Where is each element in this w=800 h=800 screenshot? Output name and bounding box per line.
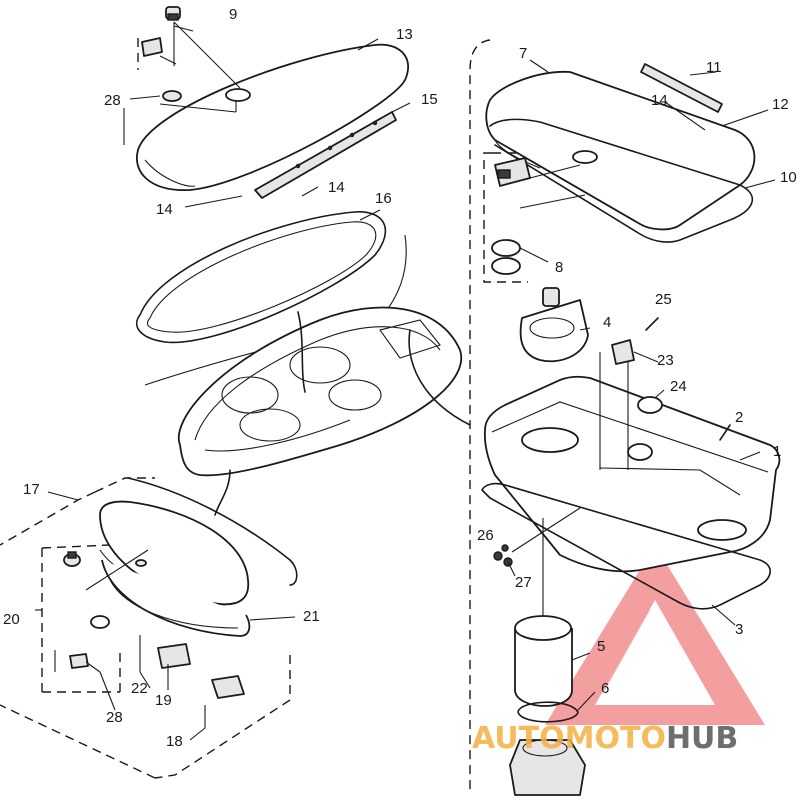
callout-7: 7: [519, 45, 527, 62]
callout-16: 16: [375, 190, 392, 207]
callout-12: 12: [772, 96, 789, 113]
storage-bin-assembly: [481, 287, 781, 796]
callout-14-lid-left: 14: [156, 201, 173, 218]
boat-outline: [177, 306, 471, 516]
callout-23: 23: [657, 352, 674, 369]
callout-13: 13: [396, 26, 413, 43]
callout-11: 11: [706, 59, 722, 76]
watermark-logo: [545, 545, 765, 725]
rear-compartment-assembly: [0, 477, 298, 779]
callout-17: 17: [23, 481, 40, 498]
callout-14-lid-right: 14: [328, 179, 345, 196]
callout-26: 26: [477, 527, 494, 544]
callout-1: 1: [773, 443, 781, 460]
callout-28-lower: 28: [106, 709, 123, 726]
callout-18: 18: [166, 733, 183, 750]
callout-4: 4: [603, 314, 611, 331]
callout-28-upper: 28: [104, 92, 121, 109]
callout-25: 25: [655, 291, 672, 308]
callout-10: 10: [780, 169, 797, 186]
callout-20: 20: [3, 611, 20, 628]
callout-9: 9: [229, 6, 237, 23]
callout-15: 15: [421, 91, 438, 108]
callout-22: 22: [131, 680, 148, 697]
front-lid-assembly: [469, 39, 776, 790]
top-lid-assembly: [123, 6, 411, 208]
callout-14-upper-right: 14: [651, 92, 668, 109]
watermark-word-automoto: AUTOMOTO: [472, 721, 666, 756]
svg-text:AUTOMOTOHUB: AUTOMOTOHUB: [472, 721, 738, 756]
callout-2: 2: [735, 409, 743, 426]
callout-21: 21: [303, 608, 320, 625]
callout-labels: 1 2 3 4 5 6 7 8 9 10 11 12 13 14 14 14 1…: [3, 6, 797, 750]
callout-5: 5: [597, 638, 605, 655]
callout-19: 19: [155, 692, 172, 709]
callout-24: 24: [670, 378, 687, 395]
watermark: AUTOMOTOHUB: [472, 721, 738, 756]
watermark-word-hub: HUB: [666, 721, 738, 756]
callout-6: 6: [601, 680, 609, 697]
callout-8: 8: [555, 259, 563, 276]
callout-27: 27: [515, 574, 532, 591]
callout-3: 3: [735, 621, 743, 638]
